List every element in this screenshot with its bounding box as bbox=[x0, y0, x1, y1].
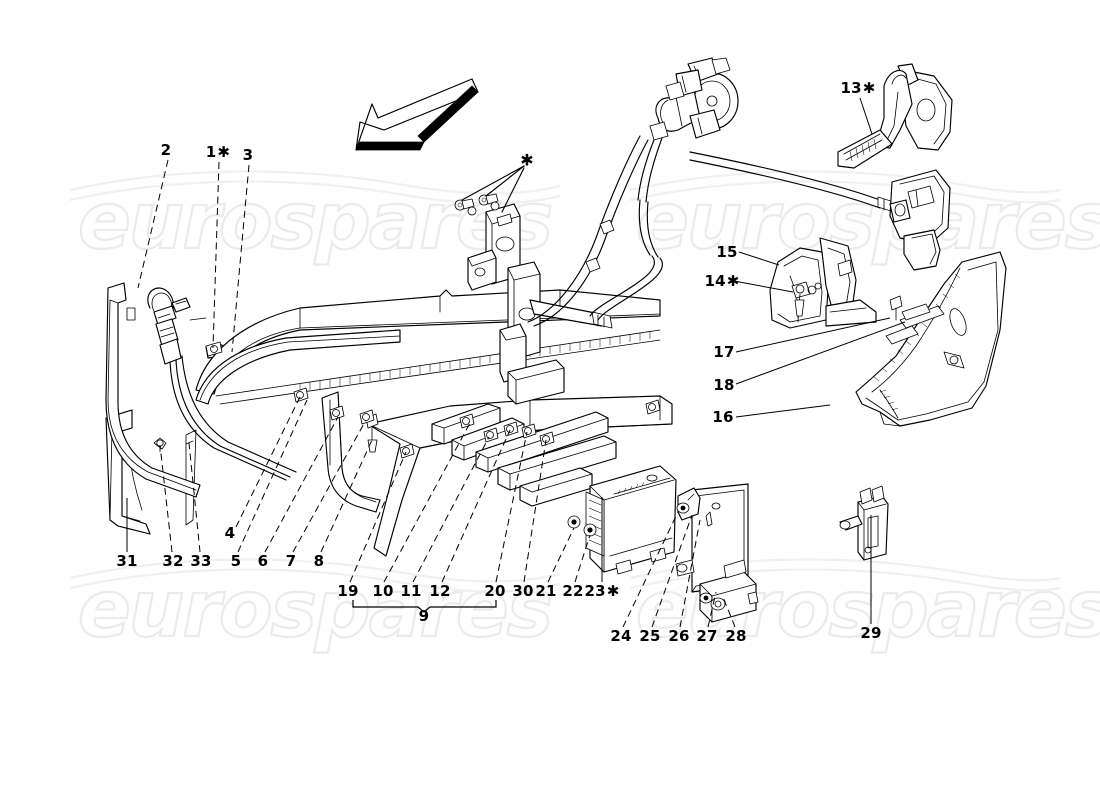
asterisk-marker-13: ✱ bbox=[862, 79, 876, 97]
drive-cable bbox=[527, 135, 649, 327]
callout-label-6: 6 bbox=[257, 552, 269, 570]
callout-label-14: 14✱ bbox=[704, 272, 740, 290]
callout-label-2: 2 bbox=[160, 141, 172, 159]
leader-line-27 bbox=[707, 591, 717, 628]
svg-text:eurospares: eurospares bbox=[636, 177, 1100, 267]
asterisk-marker-23: ✱ bbox=[606, 582, 620, 600]
callout-label-17: 17 bbox=[713, 343, 735, 361]
watermark-top-right: eurospares bbox=[629, 170, 1100, 268]
leader-line-3 bbox=[231, 164, 250, 353]
callout-label-3: 3 bbox=[242, 146, 254, 164]
svg-text:eurospares: eurospares bbox=[78, 565, 551, 655]
callout-label-19: 19 bbox=[337, 582, 359, 600]
leader-lines bbox=[126, 97, 906, 628]
leader-line-30 bbox=[523, 439, 547, 583]
callout-label-16: 16 bbox=[712, 408, 734, 426]
callout-label-5: 5 bbox=[230, 552, 242, 570]
callout-label-22: 22 bbox=[562, 582, 584, 600]
leader-line-16 bbox=[735, 404, 831, 418]
leader-line-4 bbox=[235, 396, 301, 528]
callout-label-32: 32 bbox=[162, 552, 184, 570]
svg-text:eurospares: eurospares bbox=[78, 177, 551, 267]
callout-label-28: 28 bbox=[725, 627, 747, 645]
callout-label-1: 1✱ bbox=[205, 143, 231, 161]
leader-line-7 bbox=[292, 419, 367, 553]
leader-line-32 bbox=[159, 444, 173, 553]
rail-fasteners bbox=[205, 341, 661, 459]
callout-label-10: 10 bbox=[372, 582, 394, 600]
leader-line-18 bbox=[735, 321, 906, 385]
leader-line-24 bbox=[622, 511, 679, 628]
callout-label-12: 12 bbox=[429, 582, 451, 600]
callout-label-31: 31 bbox=[116, 552, 138, 570]
callout-label-33: 33 bbox=[190, 552, 212, 570]
leader-line-25 bbox=[651, 514, 693, 628]
leader-line-6 bbox=[264, 416, 339, 553]
leader-line-20 bbox=[495, 431, 528, 583]
leader-line-13 bbox=[859, 97, 873, 135]
leader-line-14 bbox=[733, 280, 794, 293]
asterisk-marker-1: ✱ bbox=[217, 143, 231, 161]
callout-label-11: 11 bbox=[400, 582, 422, 600]
callout-label-13: 13✱ bbox=[840, 79, 876, 97]
callout-label-18: 18 bbox=[713, 376, 735, 394]
leader-line-28 bbox=[722, 596, 736, 628]
bolt-group bbox=[454, 193, 500, 216]
callout-label-8: 8 bbox=[313, 552, 325, 570]
callout-label-15: 15 bbox=[716, 243, 738, 261]
leader-line-12 bbox=[441, 429, 511, 583]
long-control-cable bbox=[689, 151, 895, 213]
callout-label-26: 26 bbox=[668, 627, 690, 645]
seat-motor-drive bbox=[589, 57, 739, 321]
belt-anchor-bracket bbox=[769, 237, 877, 329]
orientation-arrow bbox=[355, 78, 479, 151]
asterisk-marker-14: ✱ bbox=[726, 272, 740, 290]
callout-label-25: 25 bbox=[639, 627, 661, 645]
rail-motor-bracket-center bbox=[499, 261, 613, 405]
side-trim-cover bbox=[855, 251, 1007, 427]
leader-line-2 bbox=[137, 159, 169, 289]
callout-label-20: 20 bbox=[484, 582, 506, 600]
leader-line-21 bbox=[547, 527, 575, 583]
callout-label-29: 29 bbox=[860, 624, 882, 642]
leader-line-19 bbox=[349, 451, 407, 583]
left-curved-trim bbox=[105, 282, 201, 498]
seat-belt-retractor bbox=[837, 63, 953, 271]
callout-label-24: 24 bbox=[610, 627, 632, 645]
leader-line-11 bbox=[412, 436, 490, 583]
relay-module bbox=[699, 559, 759, 623]
leader-line-1 bbox=[212, 161, 220, 349]
callout-label-27: 27 bbox=[696, 627, 718, 645]
switch-unit bbox=[839, 485, 889, 561]
asterisk-marker-center: ✱ bbox=[520, 150, 534, 170]
leader-line-8 bbox=[320, 439, 373, 553]
callout-label-21: 21 bbox=[535, 582, 557, 600]
callout-label-7: 7 bbox=[285, 552, 297, 570]
control-unit-ecu bbox=[585, 465, 677, 575]
fastener-nuts bbox=[567, 515, 597, 537]
leader-line-17 bbox=[735, 317, 891, 353]
callout-label-9: 9 bbox=[418, 607, 430, 625]
leader-line-33 bbox=[188, 442, 201, 553]
group-bracket-9 bbox=[352, 600, 497, 613]
callout-label-30: 30 bbox=[512, 582, 534, 600]
seat-rail-lower-left bbox=[195, 329, 401, 405]
leader-line-5 bbox=[237, 399, 308, 553]
leader-line-26 bbox=[679, 519, 701, 628]
leader-line-22 bbox=[574, 534, 591, 583]
leader-line-10 bbox=[383, 422, 471, 583]
callout-label-4: 4 bbox=[224, 524, 236, 542]
watermark-bottom-left: eurospares bbox=[69, 558, 561, 656]
watermark-top-left: eurospares bbox=[69, 170, 561, 268]
callout-label-23: 23✱ bbox=[584, 582, 620, 600]
leader-line-15 bbox=[738, 251, 780, 266]
